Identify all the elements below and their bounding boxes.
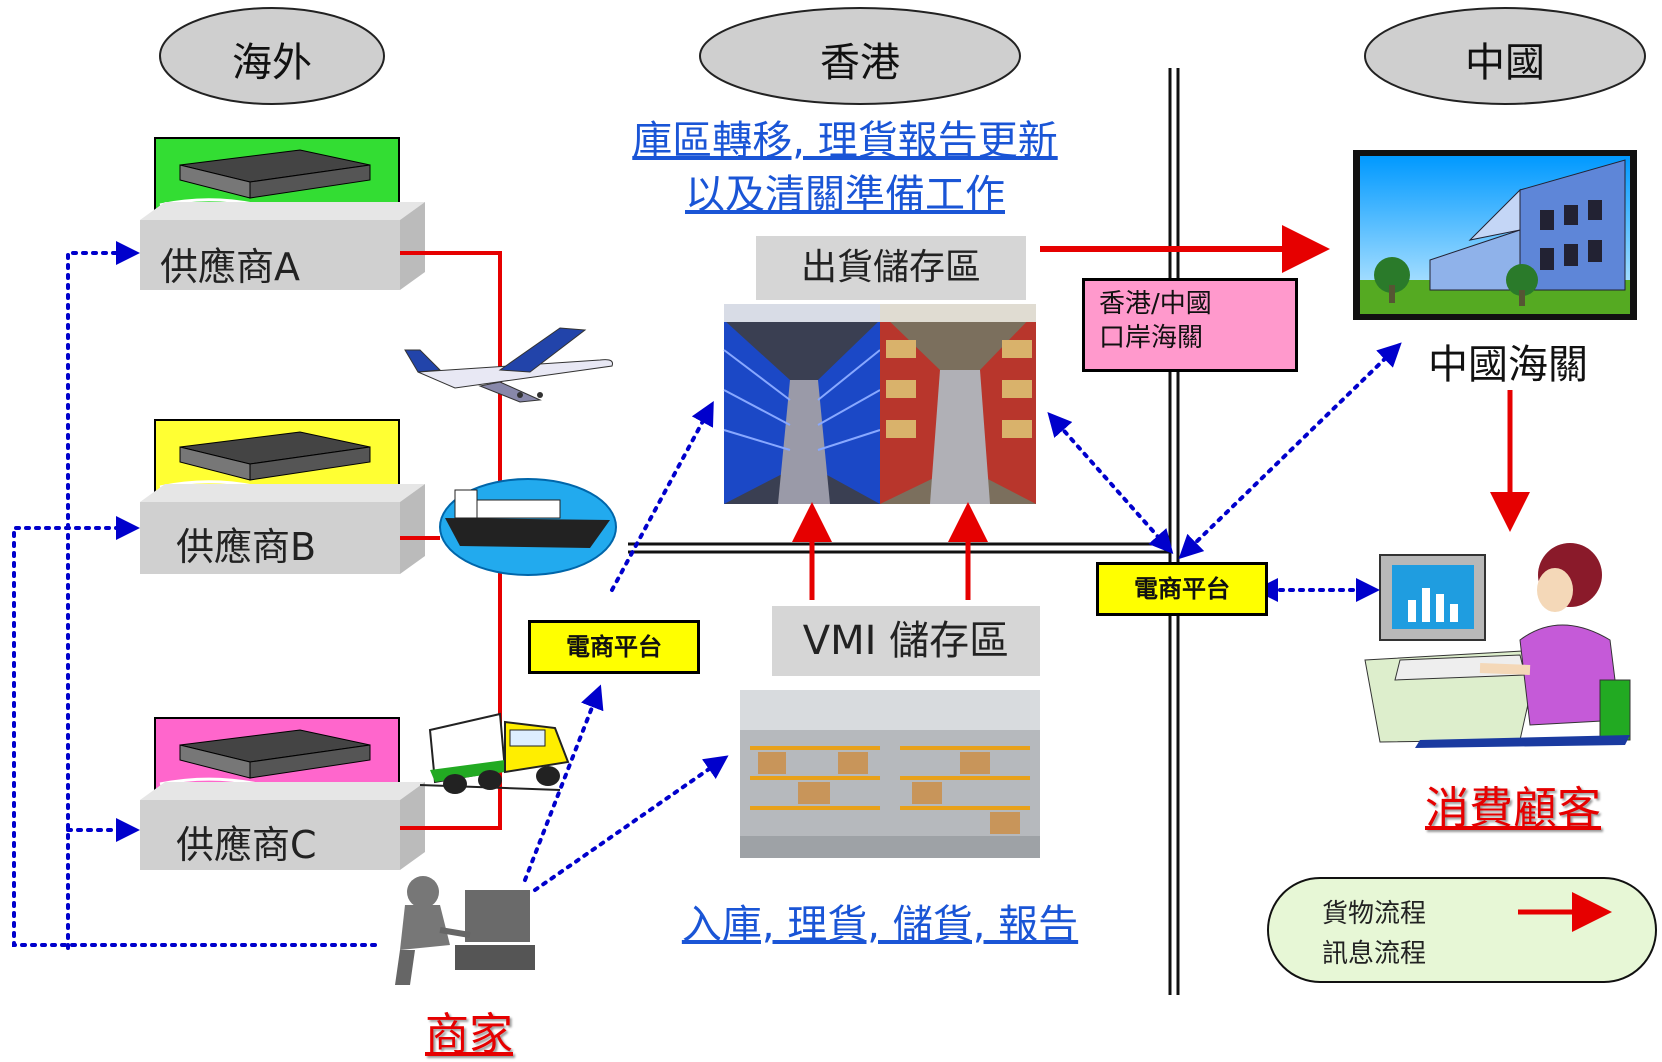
vmi-storage-photo: [740, 690, 1040, 858]
supplier-c-box: [140, 782, 425, 870]
info-arrow-merchant-to-platform: [523, 684, 604, 882]
info-arrow-to-supplier-a: [66, 241, 140, 950]
truck-icon: [419, 712, 570, 794]
legend-goods-flow-label: 貨物流程: [1322, 899, 1427, 929]
region-ellipse-china: [1364, 7, 1646, 105]
region-title-china: 中國: [1465, 40, 1545, 86]
hk-top-heading-line1: 庫區轉移, 理貨報告更新: [632, 118, 1058, 164]
merchant-computer-icon: [395, 876, 535, 985]
airplane-icon: [404, 327, 613, 403]
china-customs-label: 中國海關: [1428, 342, 1588, 388]
supplier-a-box: [140, 202, 425, 290]
supplier-b-box: [140, 484, 425, 574]
info-arrow-outbound-platform: [1047, 412, 1174, 554]
supplier-b-label: 供應商B: [176, 525, 317, 569]
ship-icon: [439, 478, 617, 576]
supplier-a-label: 供應商A: [160, 245, 300, 289]
ecommerce-platform-right: 電商平台: [1096, 562, 1268, 616]
hk-top-heading-line2: 以及清關準備工作: [685, 172, 1005, 218]
border-customs-box: 香港/中國 口岸海關: [1082, 278, 1298, 372]
merchant-label: 商家: [425, 1009, 513, 1060]
hk-bottom-heading: 入庫, 理貨, 儲貨, 報告: [681, 902, 1079, 948]
vmi-storage-label: VMI 儲存區: [772, 606, 1040, 676]
info-arrow-platform-to-outbound: [610, 400, 714, 592]
ecommerce-platform-left: 電商平台: [528, 620, 700, 674]
outbound-storage-photo-right: [880, 304, 1036, 504]
border-customs-line2: 口岸海關: [1099, 323, 1204, 353]
china-customs-building-icon: [1353, 150, 1637, 320]
outbound-storage-label: 出貨儲存區: [756, 236, 1026, 300]
info-arrow-merchant-to-vmi: [533, 755, 729, 892]
region-title-overseas: 海外: [232, 40, 312, 86]
legend-box: [1267, 877, 1657, 983]
info-arrow-platform-customs: [1178, 342, 1402, 560]
legend-info-flow-label: 訊息流程: [1322, 939, 1427, 969]
border-customs-line1: 香港/中國: [1099, 289, 1212, 319]
region-title-hongkong: 香港: [820, 40, 900, 86]
consumer-label: 消費顧客: [1425, 783, 1601, 834]
outbound-storage-photo-left: [723, 304, 881, 504]
consumer-computer-icon: [1364, 543, 1631, 748]
region-ellipse-hongkong: [699, 7, 1021, 105]
info-arrow-merchant-to-supplier-b: [12, 516, 377, 947]
region-ellipse-overseas: [159, 7, 385, 105]
supplier-c-label: 供應商C: [176, 823, 317, 867]
